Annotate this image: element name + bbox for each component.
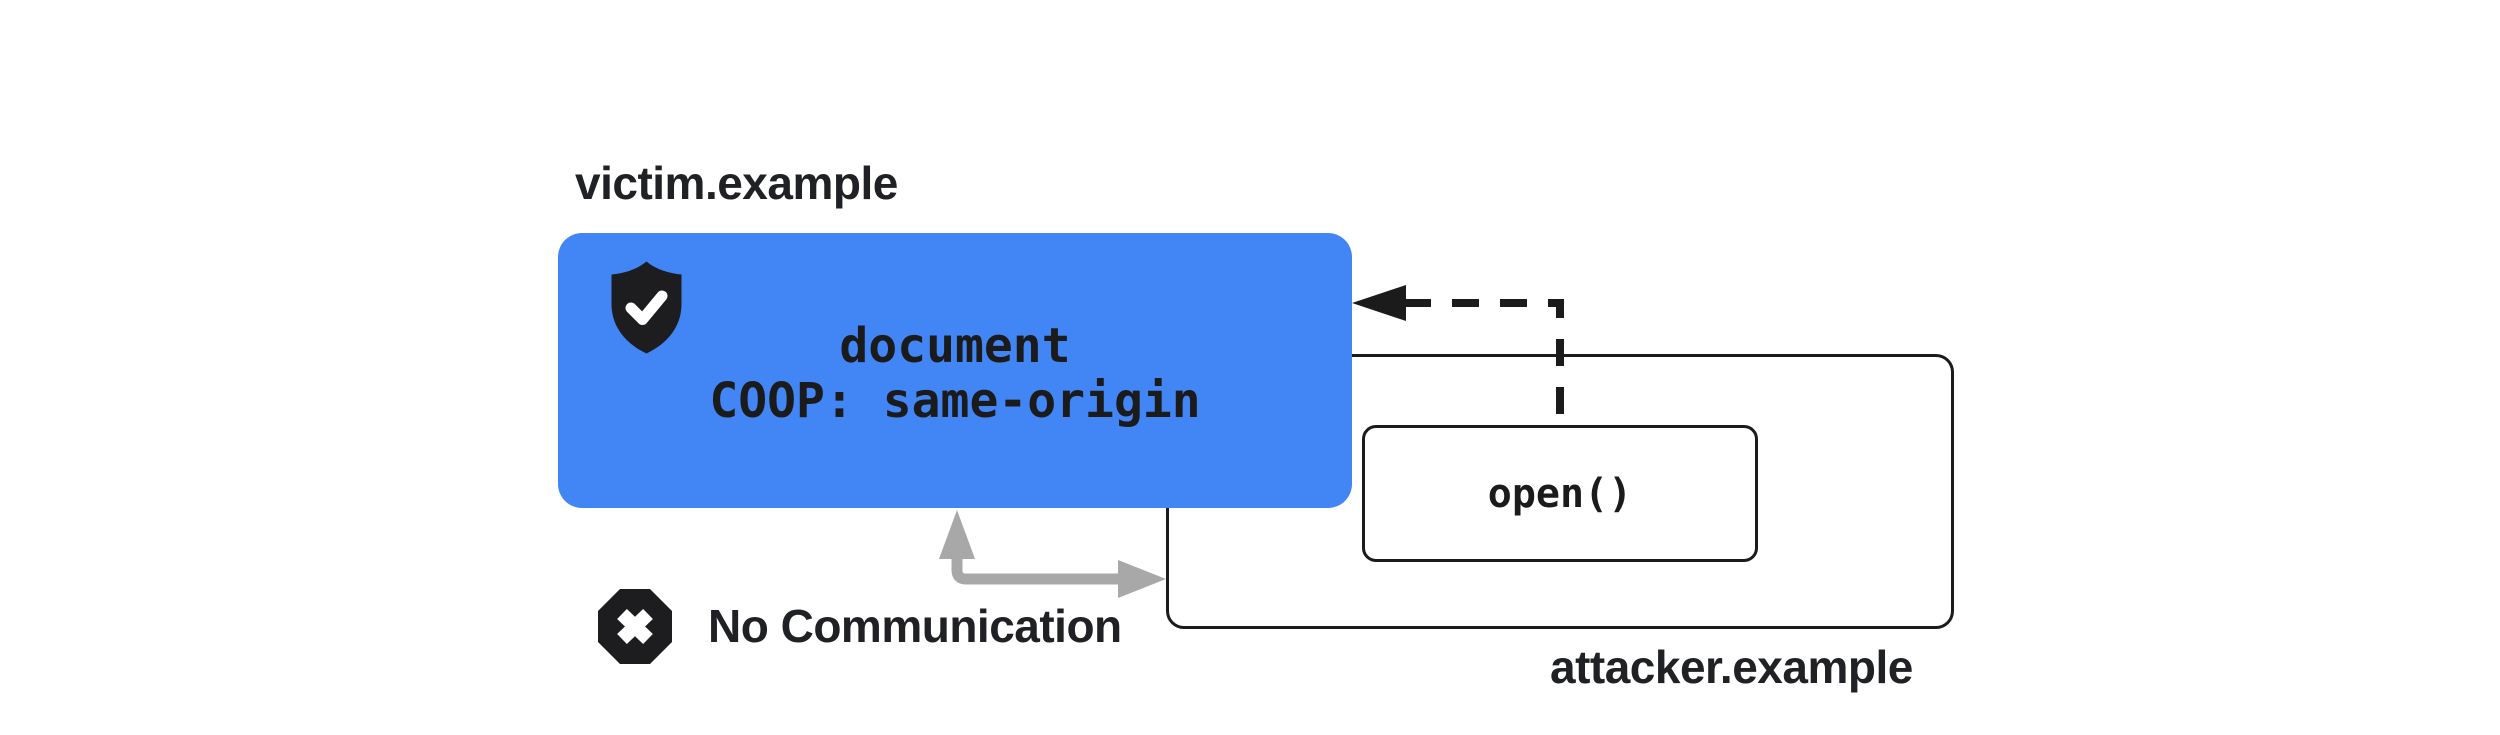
attacker-domain-label: attacker.example [1550,641,1913,693]
x-octagon-icon [598,589,672,664]
victim-document-box: document COOP: same-origin [558,233,1352,508]
shield-check-icon [611,261,682,354]
no-communication-arrow [939,510,1166,598]
open-call-label: open() [1487,470,1633,517]
no-communication-label: No Communication [708,600,1122,652]
open-call-box: open() [1362,425,1758,562]
victim-box-line2: COOP: same-origin [709,372,1201,429]
victim-box-line1: document [839,317,1071,374]
victim-domain-label: victim.example [575,157,898,209]
